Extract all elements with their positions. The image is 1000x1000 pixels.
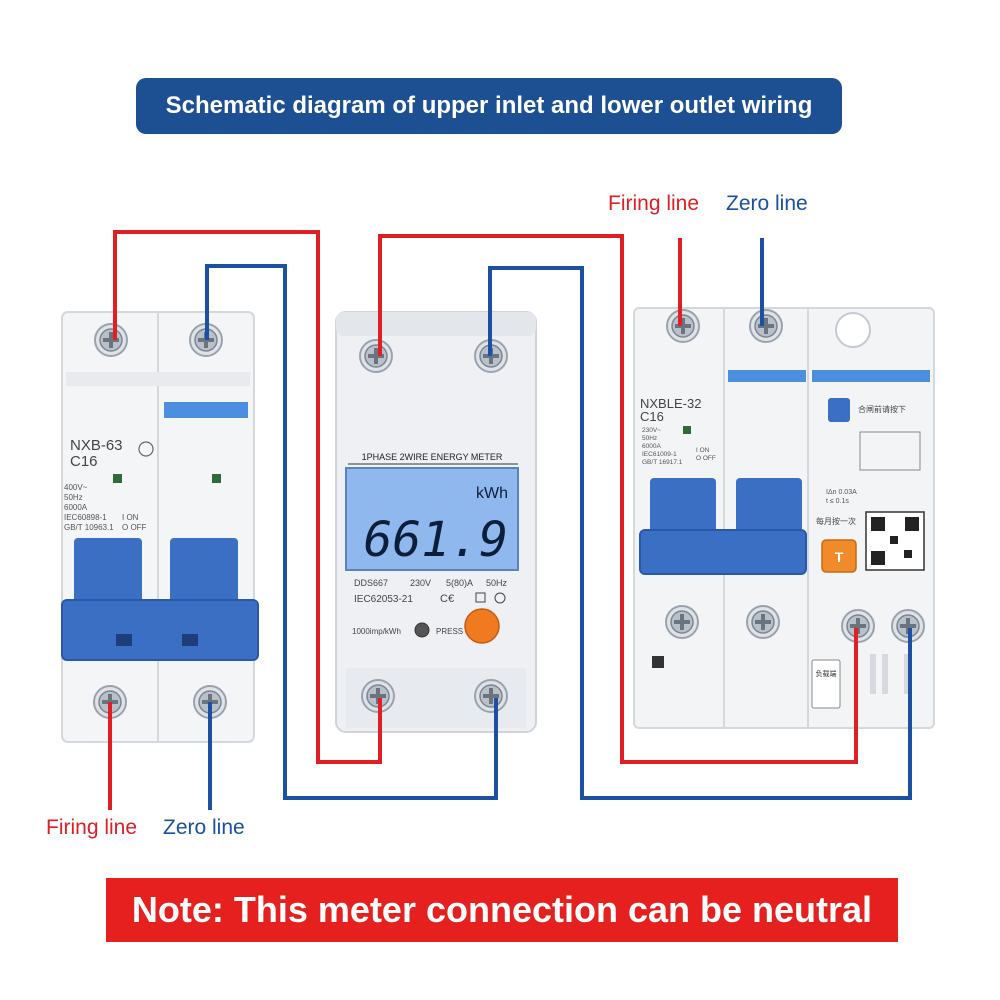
right-breaker-top-screw-r — [749, 309, 783, 343]
rcd-test-button[interactable] — [821, 539, 857, 573]
rcd-spec-1: t ≤ 0.1s — [826, 498, 849, 505]
zero-wire-meter-to-rcbo — [488, 266, 912, 800]
left-spec-0: 400V~ — [64, 483, 88, 492]
left-breaker-top-screw-l — [94, 323, 128, 357]
bottom-zero-line-label: Zero line — [163, 816, 245, 839]
load-side-label: 负载端 — [816, 669, 837, 678]
left-breaker-handle-l[interactable] — [74, 538, 142, 604]
right-spec-1: 50Hz — [642, 435, 657, 442]
right-breaker-rating: C16 — [640, 409, 664, 424]
meter-pulse-led — [414, 622, 430, 638]
rcd-spec-0: IΔn 0.03A — [826, 489, 857, 496]
left-breaker-handle-r[interactable] — [170, 538, 238, 604]
zero-wires — [205, 238, 912, 810]
left-spec-2: 6000A — [64, 503, 88, 512]
left-spec-4: GB/T 10963.1 — [64, 523, 114, 532]
title-banner: Schematic diagram of upper inlet and low… — [136, 78, 842, 134]
rcd-test-button-label: T — [835, 549, 844, 565]
right-off-label: O OFF — [696, 455, 716, 462]
title-text: Schematic diagram of upper inlet and low… — [165, 92, 813, 119]
right-on-label: I ON — [696, 447, 710, 454]
rcd-test-label: 每月按一次 — [816, 516, 856, 526]
firing-wire-meter-to-rcbo — [378, 234, 858, 764]
meter-model: DDS667 — [354, 578, 388, 588]
meter-lcd — [345, 467, 519, 571]
rcd-circuit-symbol-icon — [859, 431, 921, 471]
rcd-test-hole — [835, 312, 871, 348]
left-breaker: NXB-63 C16 400V~ 50Hz 6000A IEC60898-1 G… — [61, 311, 259, 743]
bottom-firing-line-label: Firing line — [46, 816, 138, 839]
top-firing-line-label: Firing line — [608, 192, 700, 215]
load-side-tag — [811, 659, 841, 709]
meter-voltage: 230V — [410, 578, 431, 588]
left-breaker-model: NXB-63 — [70, 437, 123, 454]
meter-press-label: PRESS — [436, 627, 463, 636]
meter-frequency: 50Hz — [486, 578, 508, 588]
left-breaker-handle-bar[interactable] — [61, 599, 259, 661]
note-text: Note: This meter connection can be neutr… — [131, 889, 873, 930]
right-breaker: NXBLE-32 C16 230V~ 50Hz 6000A IEC61009-1… — [633, 307, 935, 729]
right-breaker-model: NXBLE-32 — [640, 396, 701, 411]
rcd-reset-label: 合闸前请按下 — [858, 404, 906, 414]
left-breaker-indicator-2 — [212, 474, 221, 483]
ccc-mark-icon — [138, 441, 154, 457]
energy-meter: 1PHASE 2WIRE ENERGY METER kWh 661.9 DDS6… — [335, 311, 537, 733]
meter-unit: kWh — [476, 485, 508, 502]
double-insulation-icon — [475, 592, 486, 603]
left-breaker-indicator — [113, 474, 122, 483]
meter-header: 1PHASE 2WIRE ENERGY METER — [362, 452, 503, 462]
right-breaker-top-screw-l — [666, 309, 700, 343]
left-spec-1: 50Hz — [64, 493, 83, 502]
left-off-label: O OFF — [122, 523, 147, 532]
right-breaker-bottom-screw-2 — [746, 605, 780, 639]
meter-press-button[interactable] — [464, 608, 500, 644]
meter-bottom-screw-r — [474, 679, 508, 713]
meter-reading: 661.9 — [364, 512, 509, 568]
left-breaker-rating: C16 — [70, 453, 98, 470]
meter-imp: 1000imp/kWh — [352, 627, 401, 636]
right-spec-2: 6000A — [642, 443, 661, 450]
left-on-label: I ON — [122, 513, 139, 522]
right-breaker-bottom-screw-1 — [665, 605, 699, 639]
zero-wire-breaker-to-meter — [205, 264, 498, 800]
firing-wire-breaker-to-meter — [113, 230, 382, 764]
firing-wires — [108, 230, 858, 810]
left-breaker-blue-strip — [164, 402, 248, 418]
note-banner: Note: This meter connection can be neutr… — [106, 878, 898, 942]
rcd-reset-button[interactable] — [828, 398, 850, 422]
right-spec-3: IEC61009-1 — [642, 451, 677, 458]
info-icon — [494, 592, 506, 604]
meter-top-screw-l — [359, 339, 393, 373]
left-spec-3: IEC60898-1 — [64, 513, 107, 522]
right-breaker-handle-bar[interactable] — [639, 529, 807, 575]
right-spec-4: GB/T 16917.1 — [642, 459, 683, 466]
right-spec-0: 230V~ — [642, 427, 661, 434]
meter-standard: IEC62053-21 — [354, 594, 413, 605]
ce-mark-icon: C€ — [440, 593, 454, 605]
top-zero-line-label: Zero line — [726, 192, 808, 215]
meter-current: 5(80)A — [446, 578, 473, 588]
